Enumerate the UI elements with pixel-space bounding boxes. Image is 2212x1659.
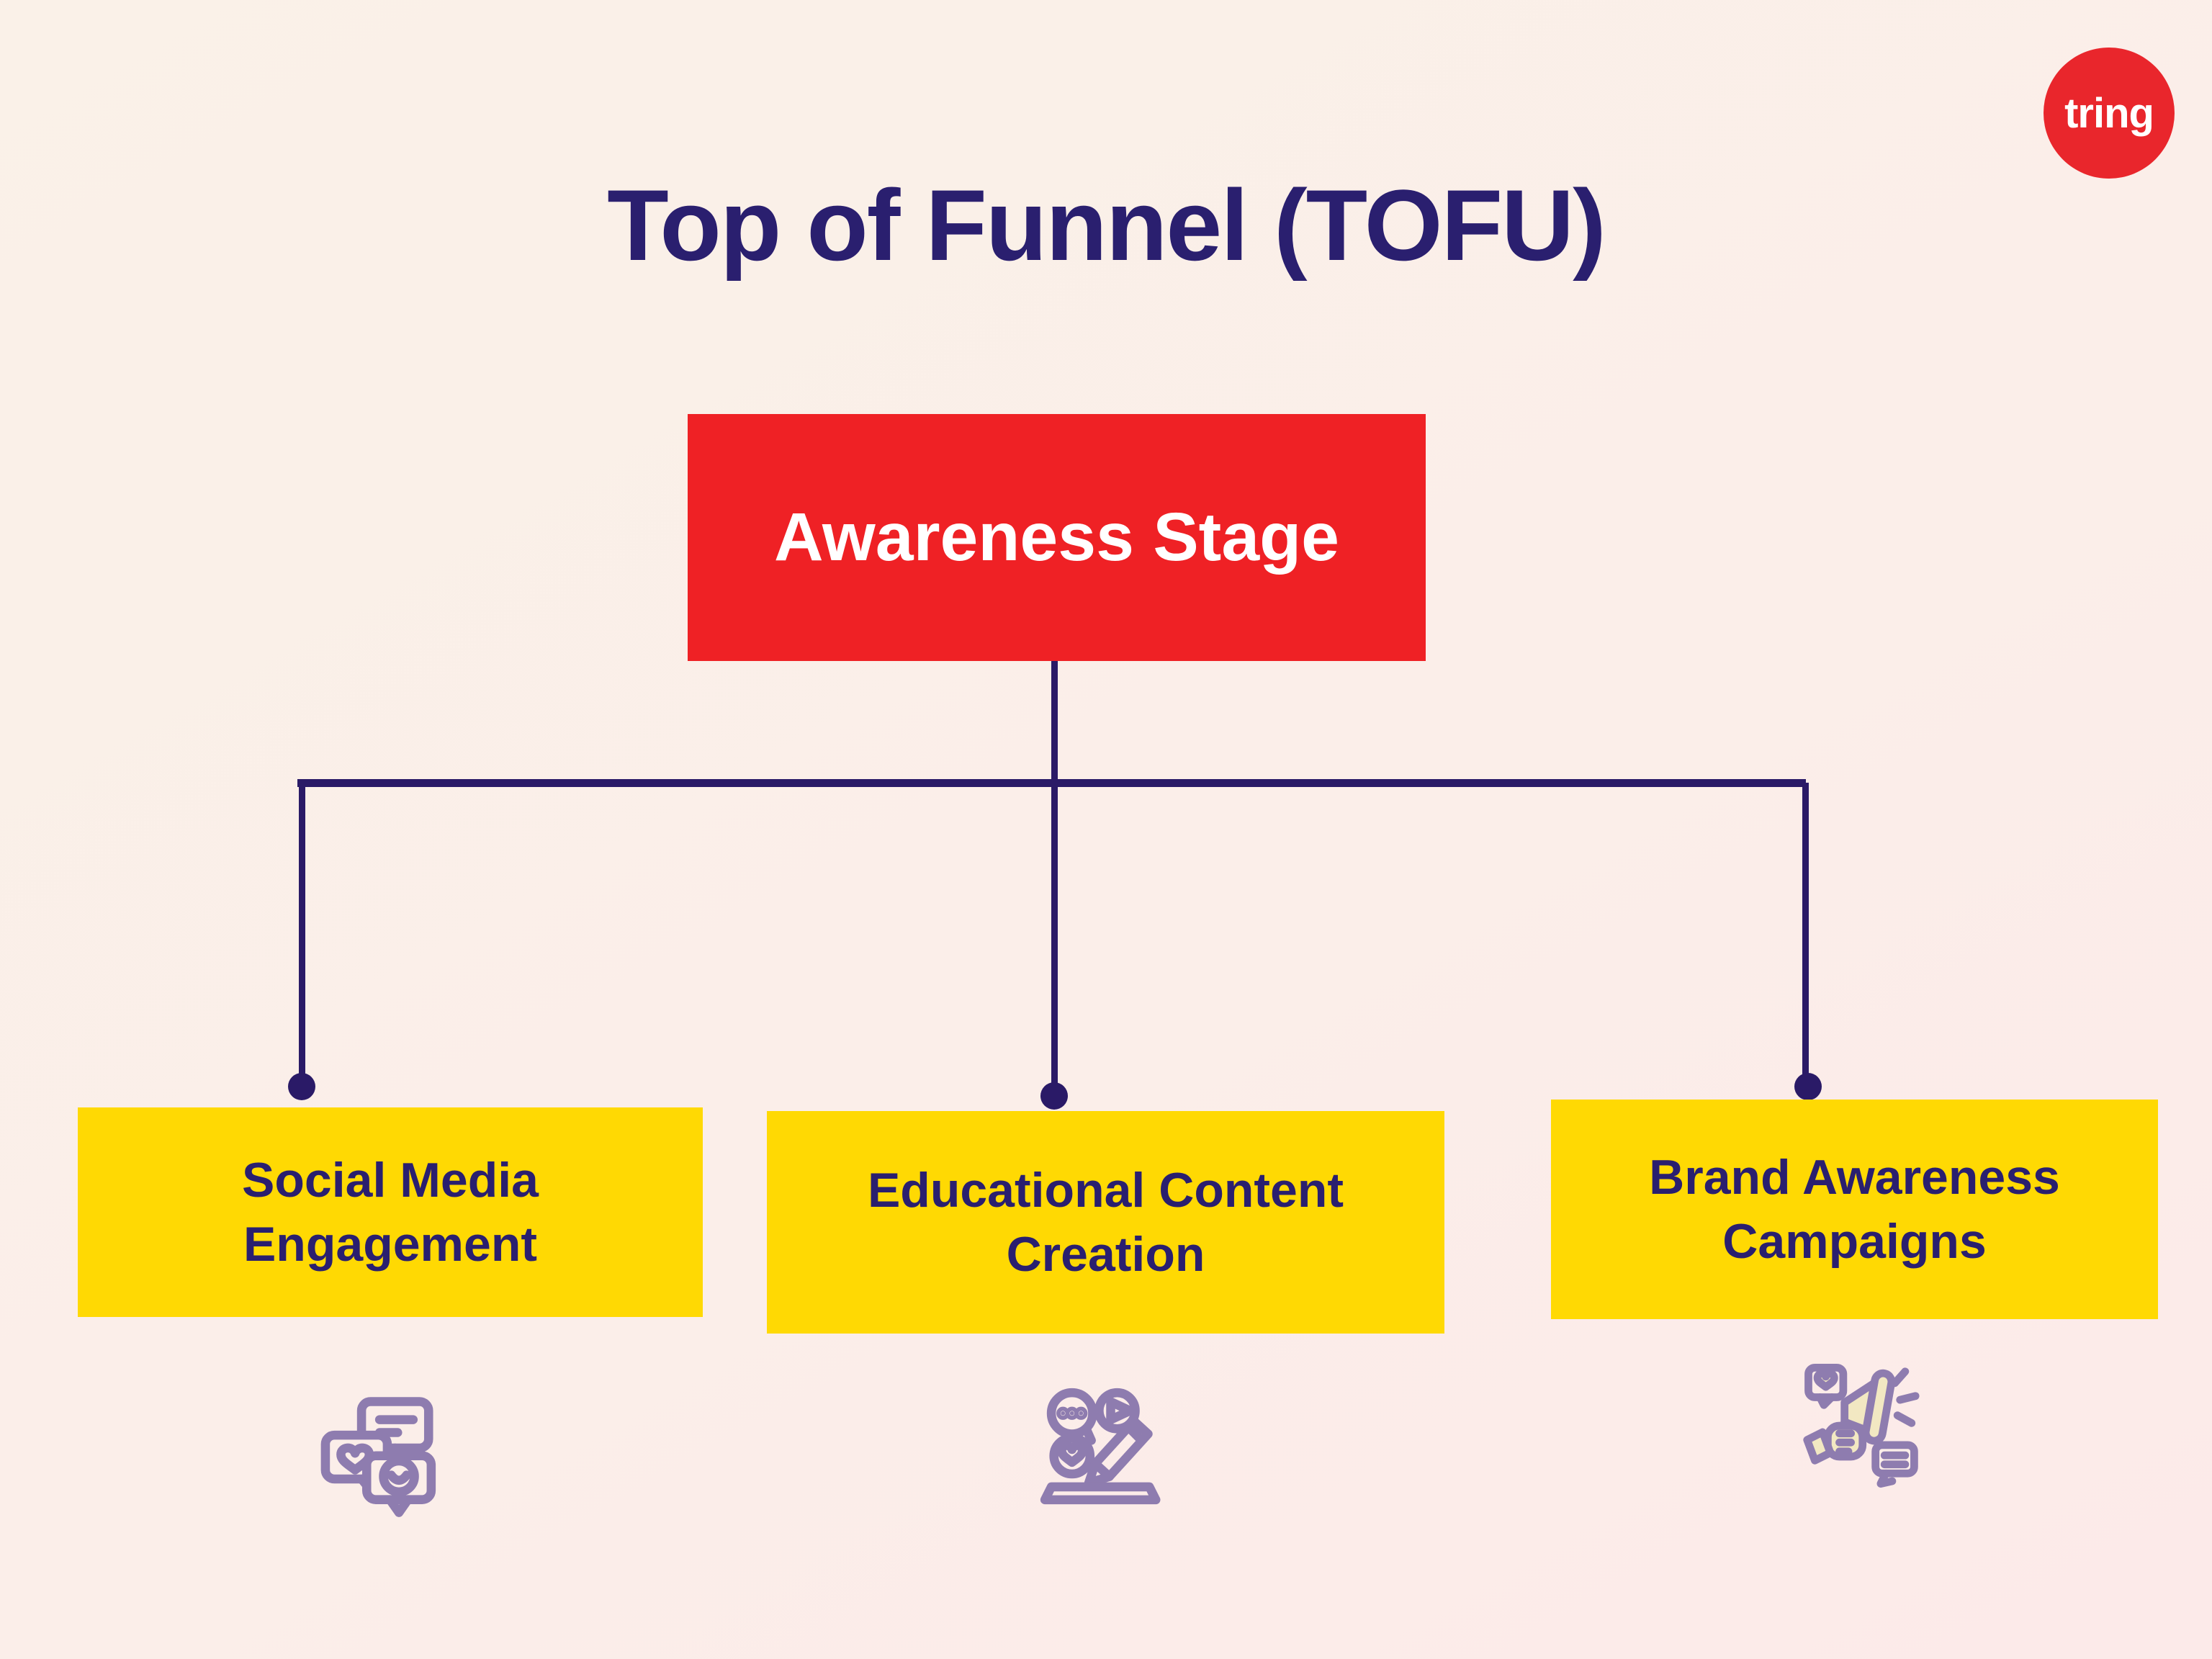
connector-horizontal-bar — [297, 779, 1806, 787]
content-creation-icon — [1033, 1381, 1188, 1536]
tring-logo: tring — [2044, 48, 2175, 179]
tring-logo-text: tring — [2064, 89, 2154, 137]
educational-content-creation-label: Educational Content Creation — [867, 1163, 1344, 1282]
social-media-engagement-node: Social Media Engagement — [78, 1107, 703, 1317]
social-media-engagement-label: Social Media Engagement — [242, 1153, 539, 1272]
connector-vertical-right — [1802, 783, 1809, 1087]
megaphone-icon — [1793, 1357, 1948, 1512]
educational-content-creation-node: Educational Content Creation — [767, 1111, 1444, 1334]
page-title: Top of Funnel (TOFU) — [607, 168, 1606, 282]
connector-vertical-left — [299, 783, 305, 1087]
connector-vertical-middle — [1051, 661, 1058, 1096]
connector-endpoint-dot — [288, 1073, 315, 1100]
brand-awareness-campaigns-node: Brand Awareness Campaigns — [1551, 1100, 2158, 1319]
chat-bubbles-icon — [313, 1386, 467, 1541]
connector-endpoint-dot — [1040, 1082, 1068, 1110]
brand-awareness-campaigns-label: Brand Awareness Campaigns — [1649, 1150, 2060, 1269]
awareness-stage-label: Awareness Stage — [773, 499, 1340, 575]
connector-endpoint-dot — [1794, 1073, 1822, 1100]
awareness-stage-node: Awareness Stage — [688, 414, 1426, 661]
